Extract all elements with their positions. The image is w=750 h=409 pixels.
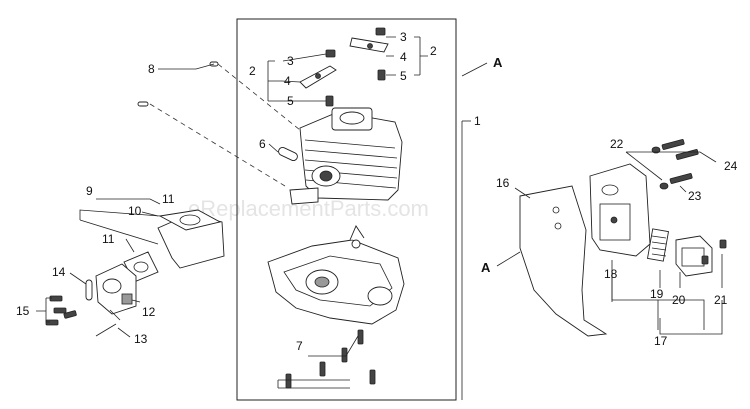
bolts-22-24 — [651, 139, 699, 190]
callout-1: 1 — [474, 114, 481, 128]
callout-11-top: 11 — [162, 192, 175, 206]
marker-a-top: A — [493, 55, 503, 70]
callout-6: 6 — [259, 137, 266, 151]
callout-9: 9 — [86, 184, 93, 198]
nut-right — [375, 27, 386, 36]
callout-19: 19 — [650, 287, 664, 301]
bolts-7 — [285, 329, 376, 389]
marker-a-bottom: A — [481, 260, 491, 275]
callout-10: 10 — [128, 204, 142, 218]
callout-3-left: 3 — [287, 54, 294, 68]
callout-2-right: 2 — [430, 44, 437, 58]
rod-13 — [95, 309, 121, 337]
callout-13: 13 — [134, 332, 148, 346]
muffler-18 — [589, 163, 651, 257]
callout-11-bottom: 11 — [102, 232, 115, 246]
callout-7: 7 — [296, 339, 303, 353]
callout-21: 21 — [714, 293, 728, 307]
callout-20: 20 — [672, 293, 686, 307]
rocker-arm-left — [299, 65, 337, 89]
screws-15 — [45, 295, 77, 326]
callout-15: 15 — [16, 304, 30, 318]
screws-21 — [701, 239, 727, 265]
rocker-arm-right — [349, 37, 389, 53]
callout-24: 24 — [724, 159, 738, 173]
callout-8: 8 — [148, 62, 155, 76]
pivot-left — [325, 95, 334, 107]
carburetor-12 — [95, 263, 137, 315]
callout-4-left: 4 — [284, 74, 291, 88]
cylinder-part — [289, 107, 403, 205]
pivot-right — [377, 69, 386, 81]
callout-17: 17 — [654, 334, 668, 348]
crankcase-part — [267, 225, 405, 325]
callout-4-right: 4 — [400, 50, 407, 64]
pin-6 — [278, 147, 298, 161]
callout-23: 23 — [688, 189, 702, 203]
pin-14 — [85, 279, 93, 301]
callout-16: 16 — [496, 176, 510, 190]
callout-14: 14 — [52, 265, 66, 279]
callout-5-right: 5 — [400, 69, 407, 83]
callout-5-left: 5 — [287, 94, 294, 108]
leader-lines — [36, 36, 723, 400]
callout-22: 22 — [610, 137, 624, 151]
callout-2-left: 2 — [249, 64, 256, 78]
heat-shield-16 — [519, 185, 608, 337]
screen-19 — [646, 228, 670, 262]
gasket-11a — [158, 209, 222, 231]
nut-left — [325, 49, 336, 58]
callout-labels: 1 2 2 3 3 4 4 5 5 6 7 8 9 10 11 11 12 13… — [16, 30, 738, 353]
callout-12: 12 — [142, 305, 156, 319]
callout-18: 18 — [604, 267, 618, 281]
assembly-frame — [236, 18, 457, 401]
callout-3-right: 3 — [400, 30, 407, 44]
